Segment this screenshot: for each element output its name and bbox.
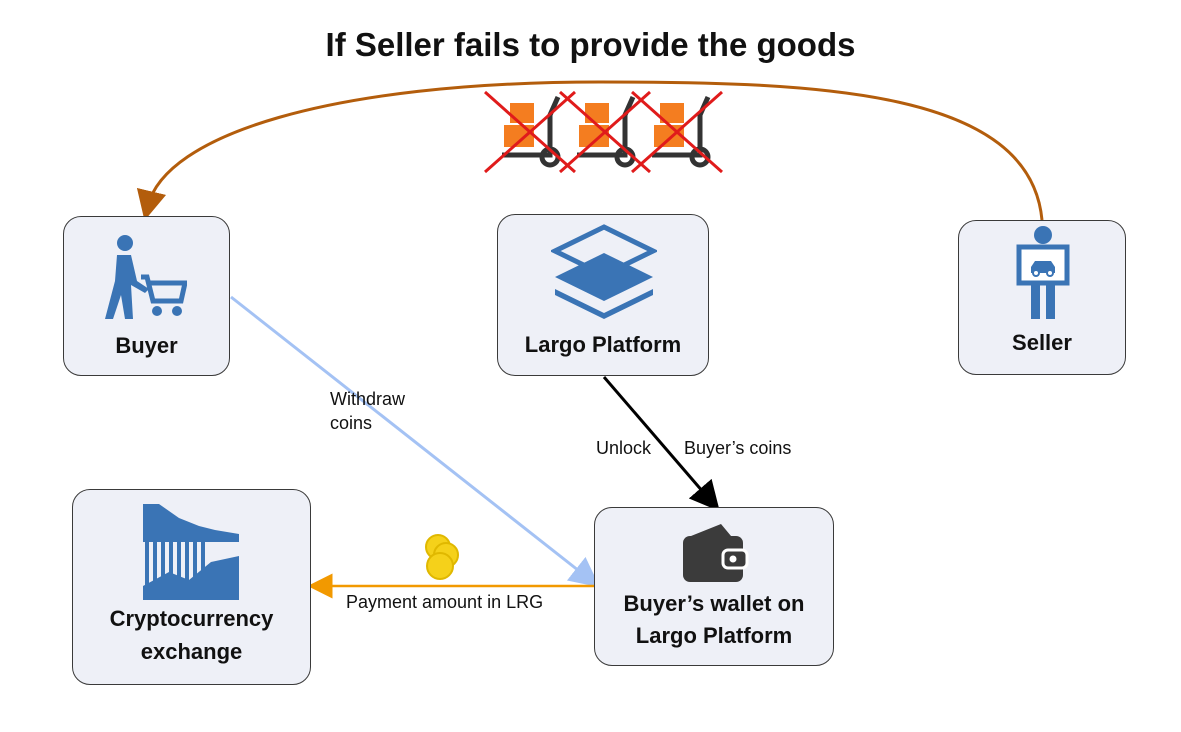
- layers-icon: [551, 224, 657, 319]
- falling-chart-icon: [143, 504, 239, 600]
- return-arrow: [136, 80, 1044, 221]
- wallet-icon: [683, 524, 749, 582]
- withdraw-arrow: [230, 295, 600, 588]
- hand-truck-icon: [502, 95, 561, 168]
- buyer-node: Buyer: [63, 216, 230, 376]
- unlock-arrow: [602, 376, 720, 512]
- platform-node: Largo Platform: [497, 214, 709, 376]
- coins-icon: [425, 534, 459, 580]
- wallet-node: Buyer’s wallet on Largo Platform: [594, 507, 834, 666]
- hand-truck-icon: [652, 95, 711, 168]
- exchange-node: Cryptocurrency exchange: [72, 489, 311, 685]
- red-x-icon: [484, 90, 723, 174]
- withdraw-label-line2: coins: [330, 413, 373, 433]
- exchange-label-line2: exchange: [140, 639, 243, 664]
- platform-label: Largo Platform: [524, 332, 682, 357]
- exchange-label-line1: Cryptocurrency: [109, 606, 274, 631]
- person-holding-car-sign-icon: [1016, 226, 1070, 319]
- unlock-label: Unlock: [596, 438, 652, 458]
- diagram-title: If Seller fails to provide the goods: [325, 26, 856, 63]
- wallet-label-line2: Largo Platform: [635, 623, 793, 648]
- seller-node: Seller: [958, 220, 1126, 375]
- buyers-coins-label: Buyer’s coins: [684, 438, 792, 458]
- wallet-label-line1: Buyer’s wallet on: [623, 591, 805, 616]
- withdraw-label-line1: Withdraw: [330, 389, 406, 409]
- buyer-label: Buyer: [115, 333, 178, 358]
- payment-label: Payment amount in LRG: [346, 592, 544, 612]
- person-with-shopping-cart-icon: [105, 235, 187, 319]
- seller-label: Seller: [1012, 330, 1072, 355]
